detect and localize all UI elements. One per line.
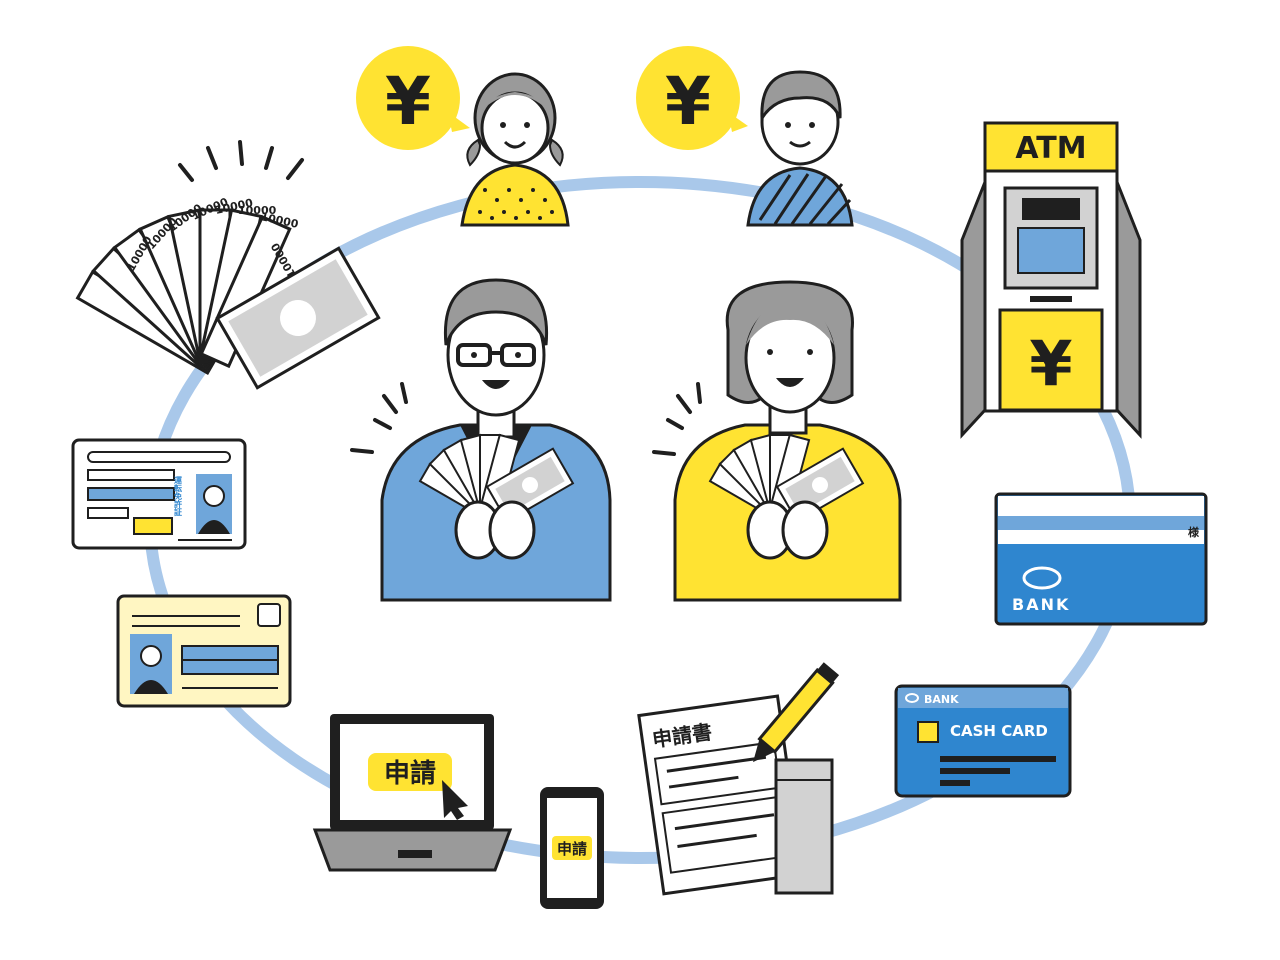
svg-text:10000: 10000 [238, 204, 277, 217]
phone-apply-button[interactable] [552, 836, 592, 860]
laptop-apply-label: 申請 [384, 758, 436, 789]
yen-symbol-right: ¥ [665, 63, 711, 140]
cursor-icon [442, 780, 468, 820]
cash-card-brand: BANK [924, 693, 959, 706]
passbook-bank-label: BANK [1012, 595, 1070, 614]
cash-card-title: CASH CARD [950, 722, 1048, 740]
yen-speech-bubble-right [636, 46, 740, 150]
license-label: 運転免許証 [174, 475, 183, 517]
laptop: 申請 [312, 714, 513, 872]
man-holding-cash [350, 278, 612, 602]
passbook-honorific: 様 [1188, 525, 1200, 539]
envelope [774, 758, 834, 895]
bank-passbook: 様 BANK [994, 492, 1208, 626]
yen-speech-bubble-left [356, 46, 460, 150]
yen-symbol-left: ¥ [385, 63, 431, 140]
pen-icon [753, 662, 840, 763]
woman-holding-cash [652, 280, 902, 602]
laptop-apply-button[interactable] [368, 753, 452, 791]
atm-label: ATM [1015, 131, 1086, 166]
boy-child: ¥ [636, 46, 854, 227]
girl-child: ¥ [356, 46, 570, 227]
atm-machine: ATM ¥ [960, 121, 1142, 439]
chip-icon [917, 721, 939, 743]
banknote-fan: 10000 10000 10000 10000 10000 10000 1000… [75, 140, 381, 390]
cash-card: BANK CASH CARD [894, 684, 1072, 798]
application-form: 申請書 [637, 662, 840, 896]
phone-apply-label: 申請 [557, 840, 587, 858]
atm-yen-symbol: ¥ [1029, 327, 1072, 400]
drivers-license-card: 運転免許証 [71, 438, 247, 550]
id-card [116, 594, 292, 708]
smartphone: 申請 [540, 787, 604, 909]
